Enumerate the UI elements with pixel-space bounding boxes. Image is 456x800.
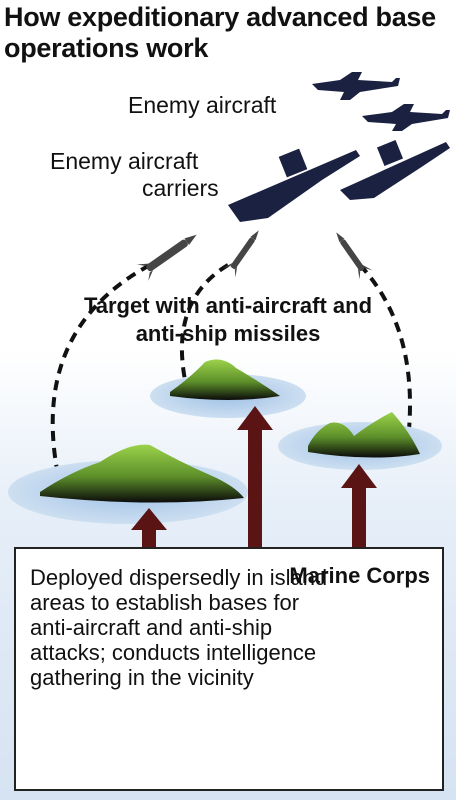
arrow-right bbox=[341, 464, 377, 550]
island-middle bbox=[170, 359, 280, 400]
enemy-aircraft-2 bbox=[362, 104, 450, 131]
label-enemy-carriers-line1: Enemy aircraft bbox=[50, 148, 199, 174]
marine-corps-title: Marine Corps bbox=[289, 563, 430, 588]
island-right bbox=[308, 412, 420, 458]
marine-corps-box: Marine Corps Deployed dispersedly in isl… bbox=[14, 547, 444, 791]
enemy-carrier-1 bbox=[228, 150, 360, 222]
missiles bbox=[136, 230, 373, 281]
label-enemy-aircraft: Enemy aircraft bbox=[128, 92, 277, 118]
enemy-aircraft-1 bbox=[312, 72, 400, 100]
trajectory-left bbox=[50, 263, 151, 476]
target-caption-line1: Target with anti-aircraft and bbox=[83, 293, 373, 318]
label-enemy-carriers-line2: carriers bbox=[142, 175, 219, 201]
trajectory-right bbox=[358, 263, 412, 441]
carrier-2-island bbox=[376, 139, 404, 167]
carrier-1-island bbox=[278, 148, 308, 178]
diagram-title: How expeditionary advanced base operatio… bbox=[4, 2, 436, 63]
target-caption-line2: anti-ship missiles bbox=[135, 321, 321, 346]
target-caption: Target with anti-aircraft and anti-ship … bbox=[0, 292, 456, 348]
arrow-middle bbox=[237, 406, 273, 550]
enemy-carriers-group bbox=[228, 139, 450, 222]
enemy-carrier-2 bbox=[340, 142, 450, 200]
enemy-aircraft-group bbox=[312, 72, 450, 131]
islands bbox=[40, 359, 420, 503]
missile-trajectories bbox=[50, 263, 412, 476]
deployment-arrows bbox=[131, 406, 377, 550]
arrow-left bbox=[131, 508, 167, 550]
marine-corps-description: Deployed dispersedly in island areas to … bbox=[30, 565, 328, 690]
missile-left bbox=[136, 234, 197, 281]
missile-middle bbox=[222, 230, 259, 278]
island-left bbox=[40, 444, 244, 503]
